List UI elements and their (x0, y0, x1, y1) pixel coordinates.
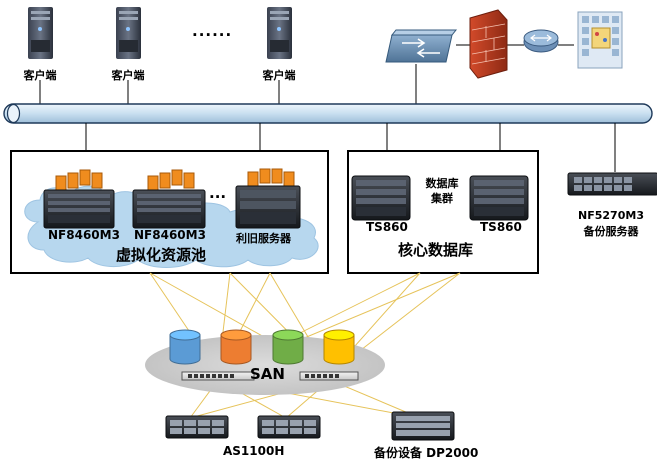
dp2000-backup-device (391, 411, 455, 441)
san-disks (169, 329, 355, 365)
client-label-3: 客户端 (262, 69, 296, 82)
backup-server-nf5270m3 (567, 172, 657, 196)
client-links (39, 44, 574, 104)
nf8460m3-server-2 (132, 169, 206, 229)
as1100h-storage-2 (257, 415, 321, 439)
network-switch-icon (385, 29, 458, 63)
pool-ellipsis: ... (209, 184, 227, 202)
ts860-label-1: TS860 (366, 220, 408, 234)
core-database-title: 核心数据库 (398, 241, 474, 259)
nf8460m3-label-1: NF8460M3 (48, 228, 120, 242)
san-disk-1 (169, 329, 201, 365)
as1100h-label: AS1100H (223, 444, 285, 458)
legacy-server (235, 168, 301, 229)
backup-server-role-label: 备份服务器 (583, 225, 639, 238)
dp2000-label: 备份设备 DP2000 (374, 446, 479, 460)
group-links (85, 123, 616, 172)
as1100h-storage-1 (165, 415, 229, 439)
firewall-icon (469, 9, 508, 79)
client-label-2: 客户端 (111, 69, 145, 82)
client-label-1: 客户端 (23, 69, 57, 82)
backup-server-model-label: NF5270M3 (578, 209, 644, 222)
router-icon (523, 29, 559, 53)
nf8460m3-server-1 (43, 169, 115, 229)
client-computer-1 (28, 7, 53, 59)
san-label: SAN (250, 365, 285, 383)
virtualization-pool-title: 虚拟化资源池 (116, 246, 207, 264)
ts860-server-1 (351, 175, 411, 221)
ts860-label-2: TS860 (480, 220, 522, 234)
client-computer-2 (116, 7, 141, 59)
client-computer-3 (267, 7, 292, 59)
san-disk-4 (323, 329, 355, 365)
ts860-server-2 (469, 175, 529, 221)
nf8460m3-label-2: NF8460M3 (134, 228, 206, 242)
client-ellipsis: ...... (192, 22, 233, 40)
san-disk-3 (272, 329, 304, 365)
db-cluster-label-line1: 数据库 (425, 177, 459, 190)
san-switch-2 (299, 371, 359, 381)
db-cluster-label-line2: 集群 (431, 192, 453, 205)
san-switch-1 (181, 371, 255, 381)
san-disk-2 (220, 329, 252, 365)
legacy-server-label: 利旧服务器 (236, 232, 291, 245)
network-backbone (3, 103, 653, 124)
external-building-icon (577, 11, 623, 69)
